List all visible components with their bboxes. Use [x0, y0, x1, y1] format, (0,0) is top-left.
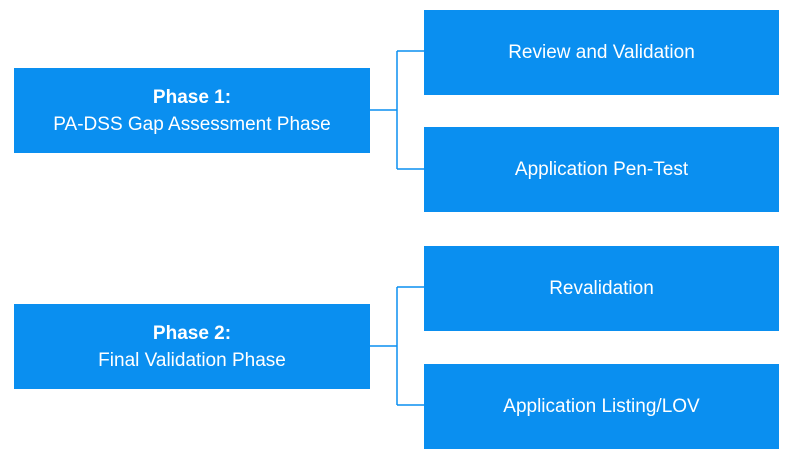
- phase-1-connector: [370, 50, 424, 170]
- step-application-listing-lov: Application Listing/LOV: [424, 364, 779, 449]
- step-revalidation: Revalidation: [424, 246, 779, 331]
- phase-1-subtitle: PA-DSS Gap Assessment Phase: [53, 113, 331, 135]
- phase-1-box: Phase 1: PA-DSS Gap Assessment Phase: [14, 68, 370, 153]
- phase-2-connector: [370, 286, 424, 406]
- phase-2-title: Phase 2:: [152, 322, 232, 344]
- step-review-and-validation: Review and Validation: [424, 10, 779, 95]
- phase-2-box: Phase 2: Final Validation Phase: [14, 304, 370, 389]
- phase-1-title: Phase 1:: [152, 86, 232, 108]
- phase-2-subtitle: Final Validation Phase: [98, 349, 286, 371]
- step-application-pen-test: Application Pen-Test: [424, 127, 779, 212]
